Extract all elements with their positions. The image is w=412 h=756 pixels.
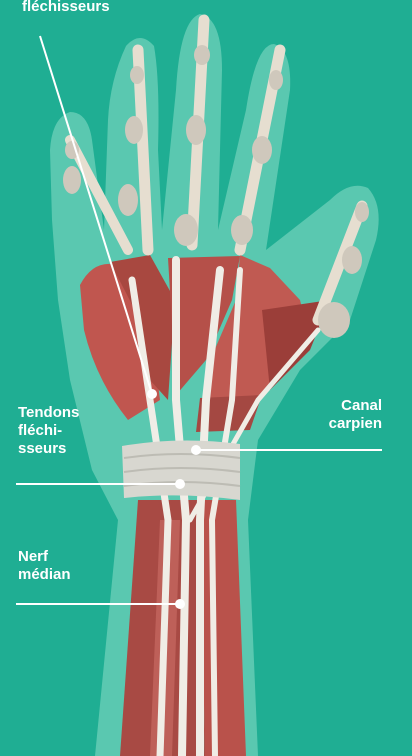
label-flechisseurs: fléchisseurs xyxy=(22,0,110,16)
label-tendons-flechisseurs: Tendons fléchi- sseurs xyxy=(18,404,79,458)
label-nerf-median: Nerf médian xyxy=(18,548,71,584)
label-canal-carpien: Canal carpien xyxy=(329,397,382,433)
